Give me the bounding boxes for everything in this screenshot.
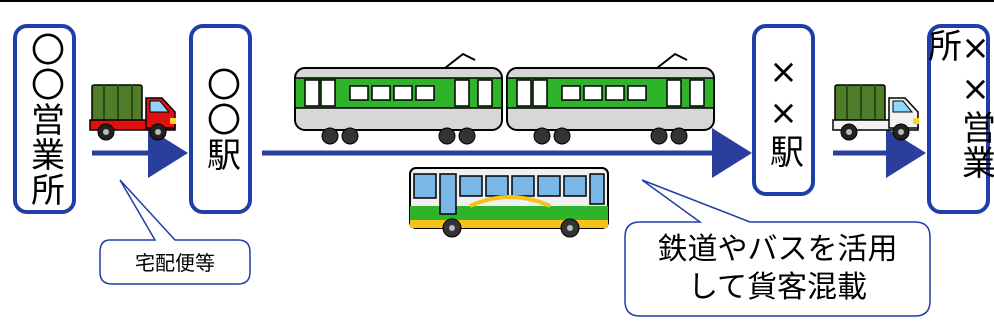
origin-office-label: 〇〇営業所 [24, 31, 65, 207]
callout-delivery-bubble [99, 179, 251, 285]
train-icon [294, 52, 715, 145]
bus-icon [409, 167, 609, 238]
callout-delivery-text: 宅配便等 [135, 250, 215, 275]
truck-icon [832, 84, 919, 141]
dest-station-label: ××駅 [763, 51, 804, 169]
callout-delivery: 宅配便等 [100, 239, 250, 283]
dest-office-box: ××営業所 [921, 24, 994, 214]
callout-mixed-line1: 鉄道やバスを活用 [657, 232, 898, 267]
origin-station-box: 〇〇駅 [189, 24, 252, 214]
origin-station-label: 〇〇駅 [200, 66, 241, 172]
truck-icon [89, 84, 176, 141]
train-car [294, 52, 503, 145]
train-car [506, 52, 715, 145]
callout-mixed: 鉄道やバスを活用 して貨客混載 [625, 222, 930, 316]
origin-office-box: 〇〇営業所 [13, 24, 76, 214]
callout-mixed-line2: して貨客混載 [687, 270, 868, 305]
callout-mixed-bubble [624, 179, 931, 317]
dest-station-box: ××駅 [752, 24, 815, 196]
top-rule [0, 0, 994, 2]
dest-office-label: ××営業所 [921, 28, 994, 180]
